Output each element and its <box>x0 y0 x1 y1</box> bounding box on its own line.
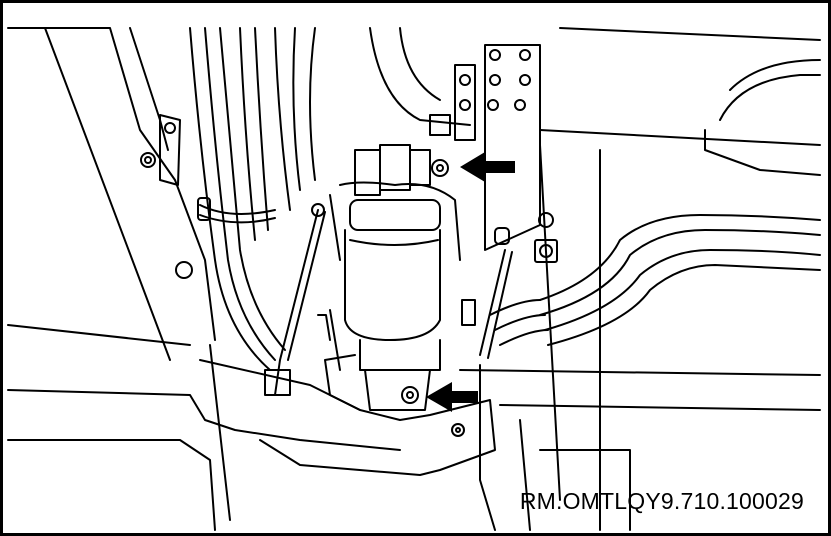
mounting-plate <box>429 44 541 251</box>
arrow-lower <box>426 382 478 412</box>
arrow-left-icon <box>426 382 478 412</box>
air-lines <box>489 214 821 346</box>
cable-tie <box>199 204 276 215</box>
square-bolts <box>534 212 558 263</box>
body-panels <box>7 27 821 531</box>
lower-bracket <box>199 299 496 476</box>
air-spring-assembly <box>317 144 461 411</box>
suspension-illustration <box>7 27 821 531</box>
arrow-upper <box>460 152 515 182</box>
left-bracket <box>140 114 193 279</box>
reference-code: RM.OMTLQY9.710.100029 <box>519 488 804 514</box>
arrow-left-icon <box>460 152 515 182</box>
wire-harness <box>189 27 316 371</box>
level-sensor-rod <box>264 203 513 396</box>
